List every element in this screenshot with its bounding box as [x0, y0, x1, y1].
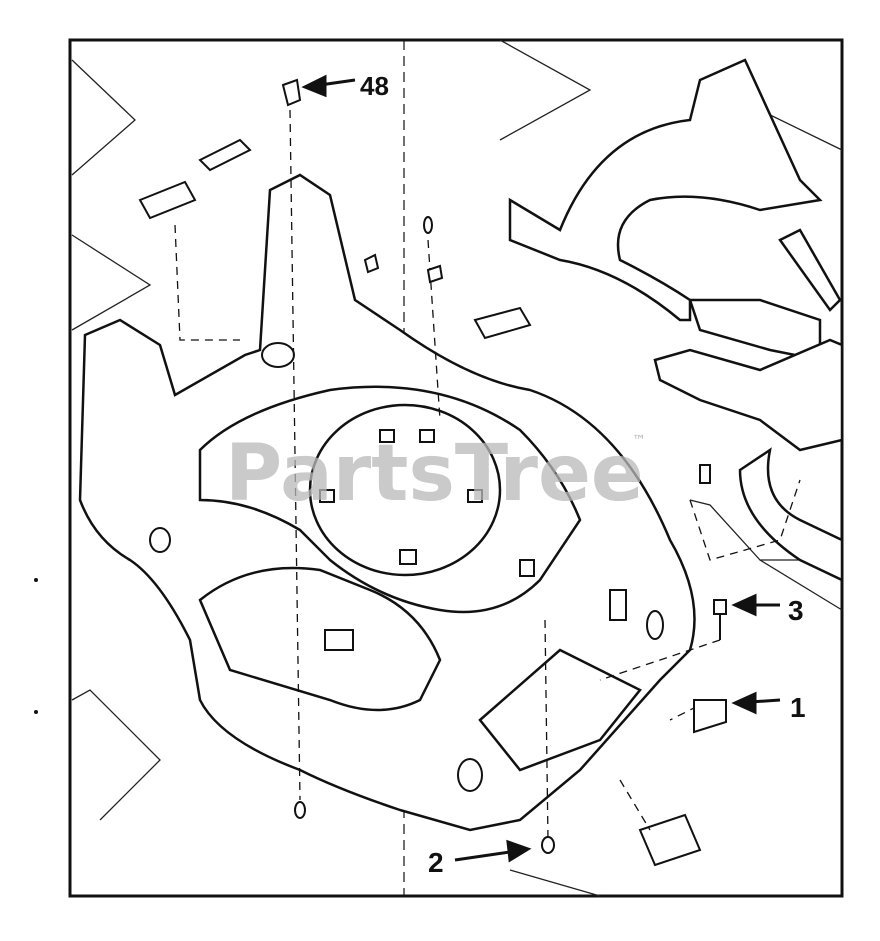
- clip-part-48: [281, 78, 302, 107]
- callout-label-48: 48: [360, 71, 389, 101]
- callout-label-2: 2: [428, 847, 444, 878]
- callout-label-3: 3: [788, 595, 804, 626]
- decal-parts: [138, 138, 702, 867]
- assembly-leader-lines: [174, 109, 801, 841]
- housing-details: [149, 342, 664, 792]
- bolt-part-3: [713, 599, 727, 615]
- background-guidelines: [71, 39, 843, 897]
- bracket-part-1: [693, 699, 727, 734]
- watermark-trademark: ™: [632, 433, 646, 449]
- blade-opening: [308, 403, 502, 577]
- hardware-parts: [281, 78, 727, 854]
- callout-arrows: [301, 74, 781, 863]
- watermark-text: PartsTree: [225, 429, 644, 519]
- nut-part-2: [541, 836, 555, 854]
- scan-speck: [34, 710, 38, 714]
- diagram-frame: [68, 38, 844, 898]
- callout-label-1: 1: [790, 692, 806, 723]
- scan-speck: [34, 578, 38, 582]
- side-guard: [653, 338, 844, 582]
- rear-shield-assembly: [508, 58, 842, 362]
